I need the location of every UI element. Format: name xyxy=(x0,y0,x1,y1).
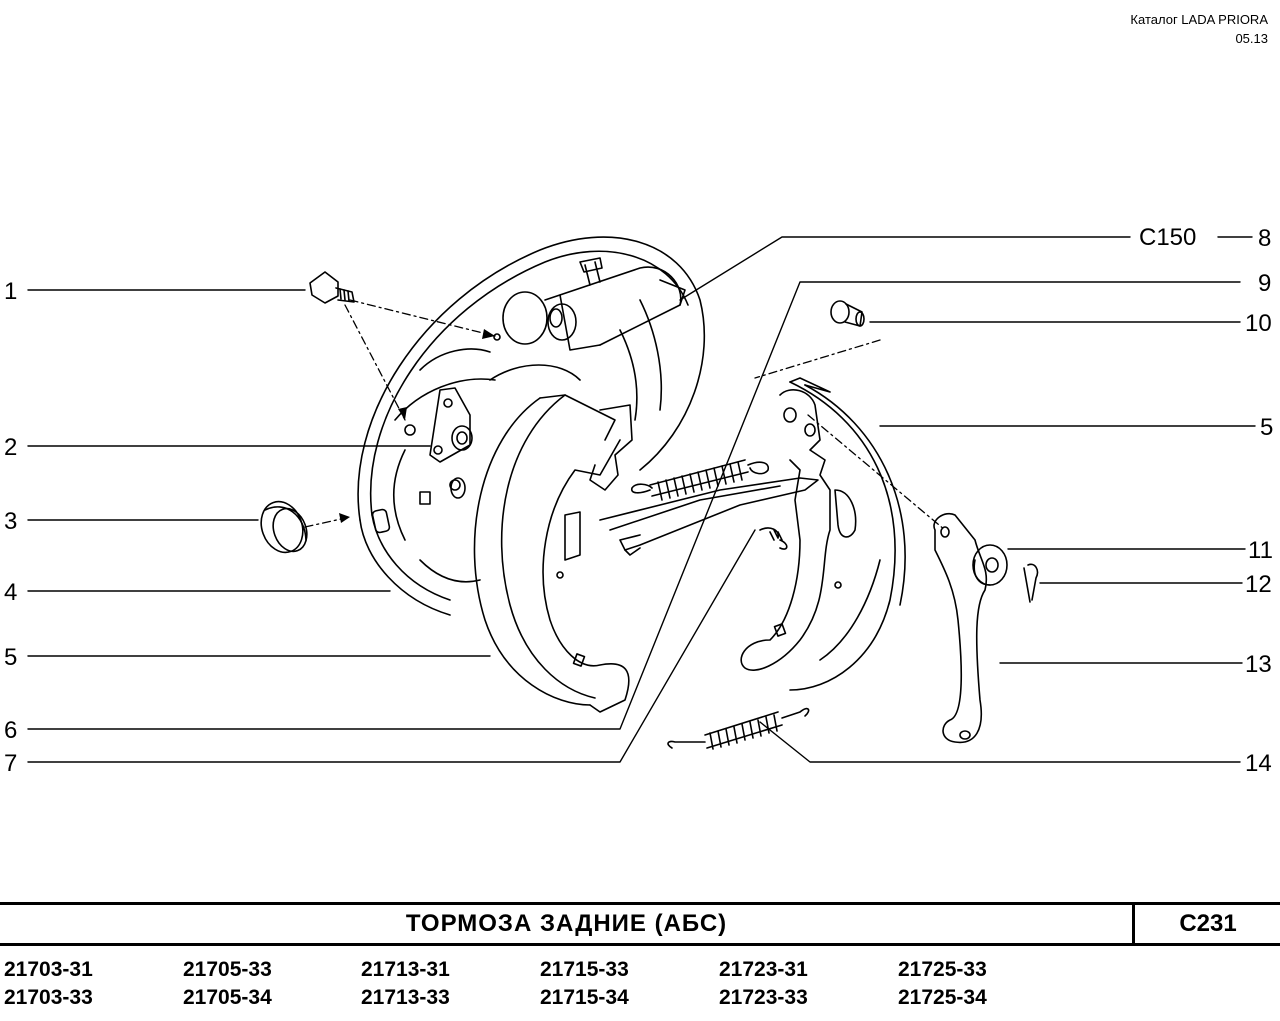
footer-top-rule xyxy=(0,902,1280,905)
model-list: 21703-31 21705-33 21713-31 21715-33 2172… xyxy=(0,958,1280,1018)
callout-10: 10 xyxy=(1245,310,1272,337)
model-code: 21715-33 xyxy=(540,958,629,981)
callout-11: 11 xyxy=(1248,537,1273,564)
spacer-bar xyxy=(599,477,819,556)
footer-mid-rule xyxy=(0,943,1280,946)
footer-divider xyxy=(1132,902,1135,946)
catalog-date: 05.13 xyxy=(1235,31,1268,46)
model-code: 21703-31 xyxy=(4,958,93,981)
upper-spring xyxy=(630,459,770,501)
callout-8-reference: C150 xyxy=(1139,224,1196,251)
callout-2: 2 xyxy=(4,434,17,461)
small-spring xyxy=(759,527,788,550)
model-code: 21715-34 xyxy=(540,986,629,1009)
left-brake-shoe xyxy=(473,394,633,713)
anchor-bracket xyxy=(429,387,473,463)
callout-leaders xyxy=(27,236,1256,763)
model-code: 21705-34 xyxy=(183,986,272,1009)
arrowheads xyxy=(339,329,495,523)
model-code: 21723-33 xyxy=(719,986,808,1009)
catalog-label: Каталог LADA PRIORA xyxy=(1130,12,1268,27)
callout-3: 3 xyxy=(4,508,17,535)
washer xyxy=(972,544,1008,586)
page-code: C231 xyxy=(1179,910,1237,937)
callout-5-left: 5 xyxy=(4,644,17,671)
callout-13: 13 xyxy=(1245,651,1272,678)
cotter-pin xyxy=(1023,563,1039,603)
page-title: ТОРМОЗА ЗАДНИЕ (АБС) xyxy=(405,910,728,937)
pin xyxy=(830,300,865,327)
bolt xyxy=(309,271,355,304)
model-code: 21713-31 xyxy=(361,958,450,981)
model-code: 21725-34 xyxy=(898,986,987,1009)
callout-6: 6 xyxy=(4,717,17,744)
plug xyxy=(260,500,308,554)
callout-7: 7 xyxy=(4,750,17,777)
callout-8: 8 xyxy=(1258,225,1271,252)
backing-plate xyxy=(357,236,706,616)
callout-5-right: 5 xyxy=(1260,414,1273,441)
parking-lever xyxy=(933,512,988,744)
callout-1: 1 xyxy=(4,278,17,305)
model-code: 21725-33 xyxy=(898,958,987,981)
callout-14: 14 xyxy=(1245,750,1272,777)
brake-assembly-diagram: 1 2 3 4 5 6 7 C150 8 9 10 5 11 12 13 14 xyxy=(4,224,1273,777)
model-code: 21703-33 xyxy=(4,986,93,1009)
callout-9: 9 xyxy=(1258,270,1271,297)
assembly-direction-lines xyxy=(304,299,946,531)
model-code: 21723-31 xyxy=(719,958,808,981)
callout-12: 12 xyxy=(1245,571,1272,598)
model-code: 21713-33 xyxy=(361,986,450,1009)
lower-spring xyxy=(667,707,810,750)
wheel-cylinder xyxy=(502,257,686,351)
model-code: 21705-33 xyxy=(183,958,272,981)
callout-4: 4 xyxy=(4,579,17,606)
right-brake-shoe xyxy=(740,377,906,691)
